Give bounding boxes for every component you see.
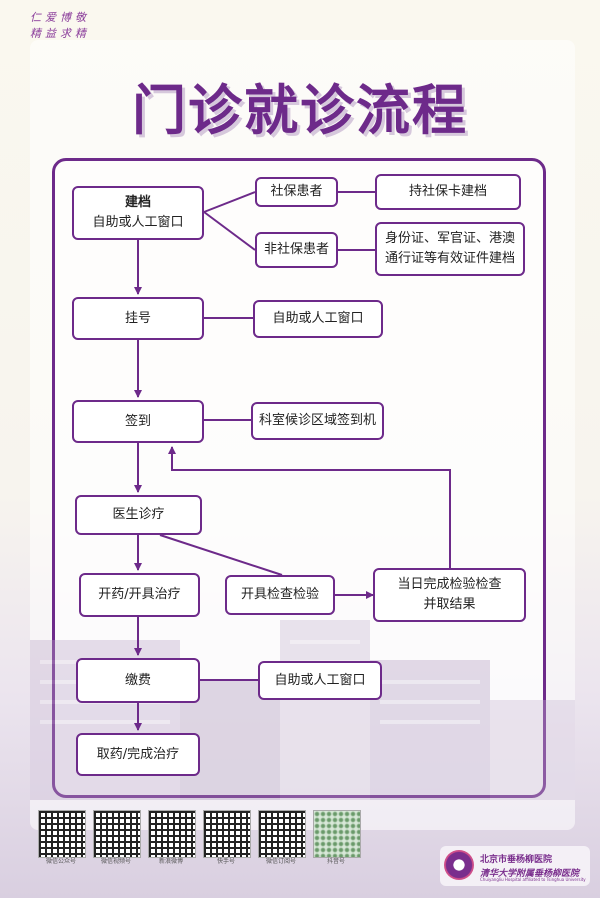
connector-jiandang-shebao (203, 191, 256, 213)
node-feishebao: 非社保患者 (255, 232, 338, 268)
qr-code-wechat-official[interactable] (38, 810, 86, 858)
node-quyao: 取药/完成治疗 (76, 733, 200, 776)
node-dangri-line2: 并取结果 (423, 597, 476, 612)
node-dangri: 当日完成检验检查 并取结果 (373, 568, 526, 622)
arrow-dangri-qiandao-return (168, 446, 451, 568)
qr-code-wechat-video[interactable] (93, 810, 141, 858)
qr-caption: 微信视频号 (100, 858, 131, 865)
node-shebao-action: 持社保卡建档 (375, 174, 521, 210)
qr-code-kuaishou[interactable] (203, 810, 251, 858)
hospital-name-line1: 北京市垂杨柳医院 (480, 855, 553, 865)
hospital-logo: 北京市垂杨柳医院 清华大学附属垂杨柳医院 Chuiyangliu Hospita… (440, 846, 590, 886)
qr-caption: 微信公众号 (45, 858, 76, 865)
hospital-name-line2: 清华大学附属垂杨柳医院 (480, 869, 580, 879)
node-guahao-action: 自助或人工窗口 (253, 300, 383, 338)
node-yisheng: 医生诊疗 (75, 495, 202, 535)
node-jiandang: 建档 自助或人工窗口 (72, 186, 204, 240)
node-guahao: 挂号 (72, 297, 204, 340)
qr-caption: 快手号 (216, 858, 235, 865)
node-jiaofei: 缴费 (76, 658, 200, 703)
hospital-building-illustration (30, 620, 575, 800)
node-feishebao-action-line2: 通行证等有效证件建档 (384, 251, 515, 266)
qr-caption: 抖音号 (326, 858, 345, 865)
node-qiandao-action: 科室候诊区域签到机 (251, 402, 384, 440)
node-dangri-line1: 当日完成检验检查 (397, 577, 502, 592)
motto: 仁爱博敬 精益求精 (30, 10, 90, 42)
connector-yisheng-jiancha (159, 534, 283, 576)
page-title: 门诊就诊流程 (132, 79, 468, 142)
qr-code-weibo[interactable] (148, 810, 196, 858)
qr-code-douyin[interactable] (313, 810, 361, 858)
motto-line-1: 仁爱博敬 (30, 11, 90, 24)
qr-code-row: 微信公众号 微信视频号 新浪微博 快手号 微信订阅号 抖音号 (38, 810, 361, 870)
node-qiandao: 签到 (72, 400, 204, 443)
node-jiaofei-action: 自助或人工窗口 (258, 661, 382, 700)
node-shebao: 社保患者 (255, 177, 338, 207)
node-kaiyao: 开药/开具治疗 (79, 573, 200, 617)
qr-caption: 微信订阅号 (265, 858, 296, 865)
motto-line-2: 精益求精 (30, 27, 90, 40)
connector-jiandang-feishebao (203, 211, 256, 251)
node-jiandang-sub: 自助或人工窗口 (92, 215, 184, 230)
qr-caption: 新浪微博 (158, 858, 183, 865)
hospital-name-en: Chuiyangliu Hospital affiliated to Tsing… (480, 877, 586, 882)
hospital-emblem-icon (444, 850, 474, 880)
node-jiandang-title: 建档 (124, 195, 151, 210)
node-jiancha: 开具检查检验 (225, 575, 335, 615)
node-feishebao-action: 身份证、军官证、港澳 通行证等有效证件建档 (375, 222, 525, 276)
qr-code-wechat-subscription[interactable] (258, 810, 306, 858)
node-feishebao-action-line1: 身份证、军官证、港澳 (384, 231, 515, 246)
